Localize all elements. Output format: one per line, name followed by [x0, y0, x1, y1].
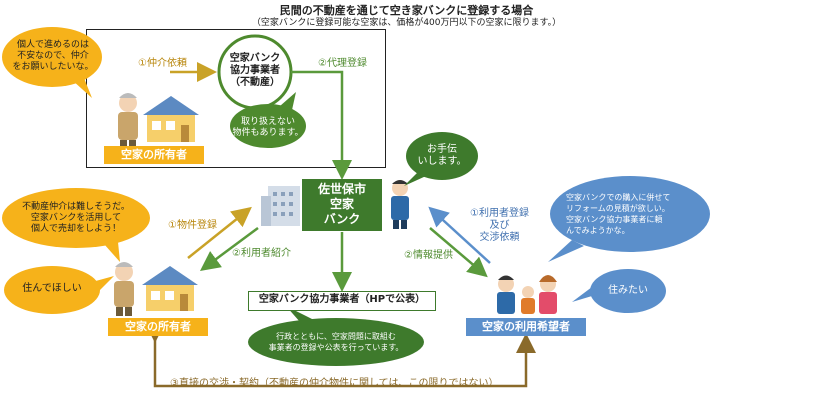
city-hall-building-icon: [261, 186, 300, 226]
user-bubble-text-wish: 住みたい: [608, 285, 648, 296]
staff-person-icon: [391, 180, 409, 229]
owner-speech-bubble-top: [2, 27, 102, 98]
house-icon-left: [142, 266, 198, 311]
agent-circle-text: 空家バンク 協力事業者 （不動産）: [229, 53, 281, 88]
owner-bubble-text-left: 不動産仲介は難しそうだ。 空家バンクを活用して 個人で売却をしよう！: [22, 202, 130, 234]
sasebo-akiya-bank-box: 佐世保市 空家 バンク: [302, 179, 382, 231]
staff-speech-bubble: [404, 132, 478, 186]
arrow-label-property-registration: ①物件登録: [168, 220, 217, 231]
user-speech-bubble-wish: [572, 269, 666, 313]
diagram-subtitle: （空家バンクに登録可能な空家は、価格が400万円以下の空家に限ります。）: [251, 18, 562, 28]
family-icon: [497, 275, 557, 314]
owner-label-left: 空家の所有者: [108, 318, 208, 336]
user-speech-bubble-top: [548, 176, 710, 262]
owner-person-icon-left: [114, 262, 134, 316]
arrow-label-information: ②情報提供: [404, 250, 453, 261]
owner-bubble-text-wish: 住んでほしい: [22, 283, 82, 294]
owner-person-icon-top: [118, 93, 138, 150]
owner-speech-bubble-wish: [4, 266, 114, 314]
realestate-route-box: [86, 29, 386, 168]
owner-bubble-text-top: 個人で進めるのは 不安なので、仲介 をお願いしたいな。: [12, 40, 94, 72]
assoc-bubble-text: 行政とともに、空家問題に取組む 事業者の登録や公表を行っています。: [268, 332, 404, 352]
diagram-title: 民間の不動産を通じて空き家バンクに登録する場合: [279, 4, 534, 17]
cooperating-business-box: 空家バンク協力事業者（HPで公表）: [248, 291, 436, 311]
agent-speech-bubble: [230, 92, 306, 148]
prospective-user-label: 空家の利用希望者: [466, 318, 586, 336]
direct-negotiation-label: ③直接の交渉・契約（不動産の仲介物件に関しては、この限りではない）: [170, 378, 499, 389]
staff-bubble-text: お手伝 いします。: [417, 144, 467, 167]
house-icon-top: [143, 96, 199, 142]
agent-bubble-text: 取り扱えない 物件もあります。: [232, 117, 304, 138]
arrow-label-user-introduction: ②利用者紹介: [232, 248, 291, 259]
user-bubble-text-top: 空家バンクでの購入に併せて リフォームの見積が欲しい。 空家バンク協力事業者に頼…: [566, 193, 671, 235]
arrow-label-user-registration: ①利用者登録 及び 交渉依頼: [470, 208, 529, 243]
arrow-label-proxy-registration: ②代理登録: [318, 58, 367, 69]
arrow-label-brokerage-request: ①仲介依頼: [138, 58, 187, 69]
owner-label-top: 空家の所有者: [104, 146, 204, 164]
owner-speech-bubble-left: [2, 188, 150, 262]
